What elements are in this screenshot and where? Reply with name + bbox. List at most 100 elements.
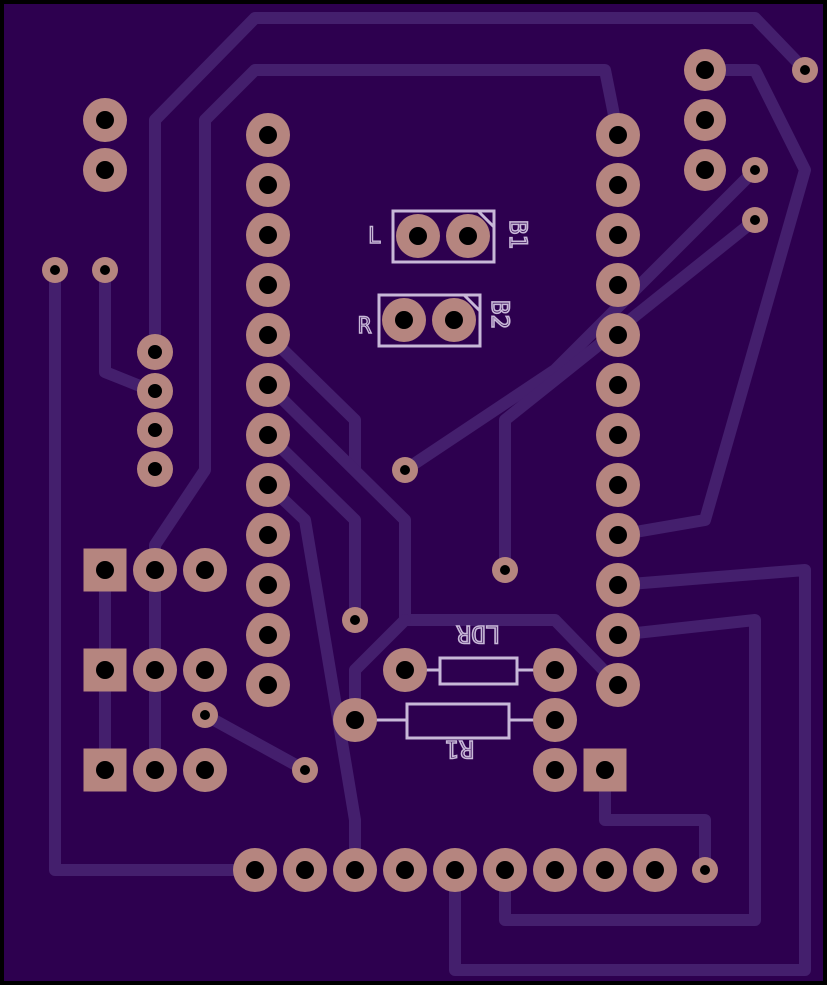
trace (612, 64, 811, 541)
drill-hole (96, 661, 114, 679)
drill-hole (50, 265, 60, 275)
b1-outline (391, 209, 496, 264)
drill-hole (546, 761, 564, 779)
drill-hole (200, 710, 210, 720)
trace (399, 164, 761, 476)
drill-hole (148, 345, 162, 359)
label-ldr: LDR (456, 620, 500, 648)
drill-hole (300, 765, 310, 775)
drill-hole (259, 326, 277, 344)
drill-hole (196, 661, 214, 679)
drill-hole (396, 661, 414, 679)
drill-hole (96, 161, 114, 179)
drill-hole (395, 311, 413, 329)
drill-hole (750, 215, 760, 225)
drill-hole (259, 426, 277, 444)
drill-hole (259, 276, 277, 294)
drill-hole (459, 227, 477, 245)
drill-hole (500, 565, 510, 575)
drill-hole (609, 576, 627, 594)
drill-hole (350, 615, 360, 625)
drill-hole (346, 861, 364, 879)
drill-hole (800, 65, 810, 75)
b2-outline (377, 293, 482, 348)
drill-hole (596, 761, 614, 779)
pads (42, 49, 818, 892)
drill-hole (696, 111, 714, 129)
drill-hole (609, 226, 627, 244)
drill-hole (609, 326, 627, 344)
copper-traces (49, 12, 811, 976)
drill-hole (696, 161, 714, 179)
drill-hole (259, 676, 277, 694)
drill-hole (246, 861, 264, 879)
drill-hole (609, 126, 627, 144)
drill-hole (400, 465, 410, 475)
drill-hole (259, 626, 277, 644)
drill-hole (446, 861, 464, 879)
drill-hole (496, 861, 514, 879)
drill-hole (259, 176, 277, 194)
trace (199, 709, 311, 776)
drill-hole (609, 426, 627, 444)
drill-hole (609, 526, 627, 544)
drill-hole (96, 561, 114, 579)
drill-hole (646, 861, 664, 879)
label-l: L (368, 224, 381, 249)
drill-hole (259, 126, 277, 144)
drill-hole (609, 376, 627, 394)
drill-hole (146, 561, 164, 579)
silkscreen-text: B1 B2 L R LDR R1 (357, 219, 532, 764)
trace (149, 12, 811, 356)
drill-hole (146, 661, 164, 679)
drill-hole (700, 865, 710, 875)
trace (149, 64, 624, 776)
drill-hole (196, 761, 214, 779)
drill-hole (259, 526, 277, 544)
drill-hole (259, 376, 277, 394)
drill-hole (148, 384, 162, 398)
drill-hole (596, 861, 614, 879)
drill-hole (259, 226, 277, 244)
trace (599, 764, 711, 876)
drill-hole (148, 423, 162, 437)
drill-hole (346, 711, 364, 729)
trace (499, 614, 761, 926)
b1-corner (476, 209, 496, 229)
trace (49, 264, 261, 876)
trace (499, 214, 761, 576)
drill-hole (196, 561, 214, 579)
drill-hole (296, 861, 314, 879)
drill-hole (546, 711, 564, 729)
trace (449, 564, 811, 976)
drill-hole (546, 861, 564, 879)
label-r1: R1 (445, 735, 474, 763)
trace (262, 429, 361, 626)
drill-hole (609, 676, 627, 694)
drill-hole (609, 176, 627, 194)
drill-hole (396, 861, 414, 879)
label-b1: B1 (504, 220, 532, 249)
drill-hole (148, 462, 162, 476)
drill-hole (259, 476, 277, 494)
label-r: R (358, 314, 372, 339)
drill-hole (546, 661, 564, 679)
drill-hole (696, 61, 714, 79)
drill-hole (445, 311, 463, 329)
label-b2: B2 (486, 300, 514, 329)
drill-hole (96, 761, 114, 779)
drill-hole (609, 276, 627, 294)
drill-hole (609, 626, 627, 644)
drill-hole (100, 265, 110, 275)
silkscreen (372, 209, 538, 740)
drill-hole (609, 476, 627, 494)
b2-corner (462, 293, 482, 313)
trace (262, 329, 361, 476)
drill-hole (750, 165, 760, 175)
drill-hole (146, 761, 164, 779)
drill-hole (409, 227, 427, 245)
trace (262, 479, 361, 876)
drill-hole (96, 111, 114, 129)
drill-hole (259, 576, 277, 594)
